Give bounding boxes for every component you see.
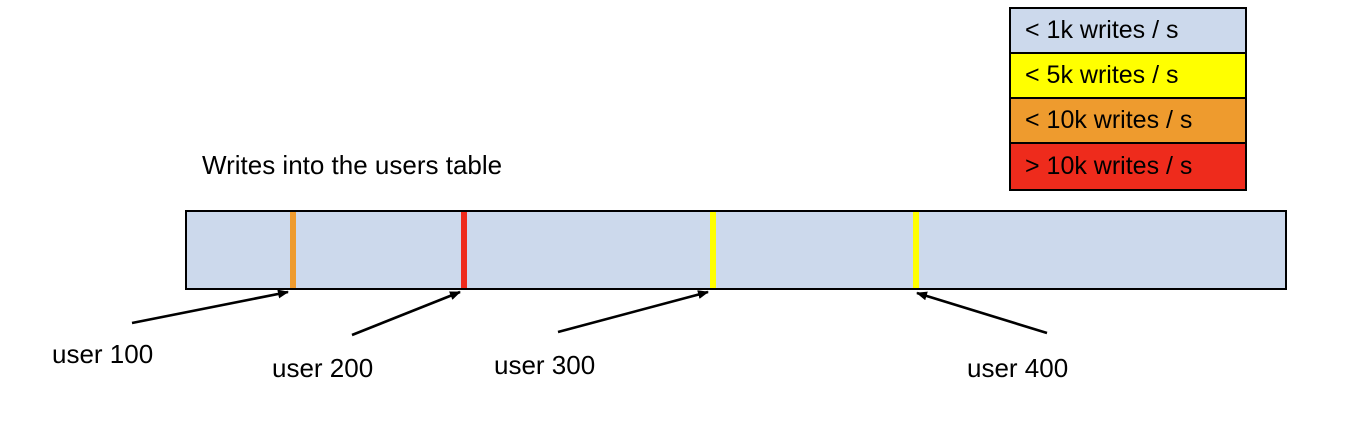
legend-row-over-10k: > 10k writes / s [1011,144,1245,189]
arrow-user-300 [557,290,709,334]
users-table-keyrange-bar [185,210,1287,290]
label-user-200: user 200 [272,353,374,383]
label-user-300: user 300 [494,350,596,380]
stripe-user-200 [461,212,467,288]
arrow-user-100 [131,289,289,325]
legend-label-over-10k: > 10k writes / s [1025,152,1193,180]
legend-label-under-5k: < 5k writes / s [1025,61,1179,89]
label-user-400: user 400 [967,353,1069,383]
chart-title: Writes into the users table [202,150,503,180]
legend-row-under-5k: < 5k writes / s [1011,54,1245,99]
arrow-user-200 [351,290,461,337]
legend-row-under-10k: < 10k writes / s [1011,99,1245,144]
stripe-user-300 [710,212,716,288]
label-user-100: user 100 [52,339,154,369]
stripe-user-100 [290,212,296,288]
legend-label-under-10k: < 10k writes / s [1025,106,1193,134]
legend-row-under-1k: < 1k writes / s [1011,9,1245,54]
arrow-user-400 [916,291,1048,335]
write-rate-legend: < 1k writes / s < 5k writes / s < 10k wr… [1009,7,1247,191]
stripe-user-400 [913,212,919,288]
legend-label-under-1k: < 1k writes / s [1025,16,1179,44]
